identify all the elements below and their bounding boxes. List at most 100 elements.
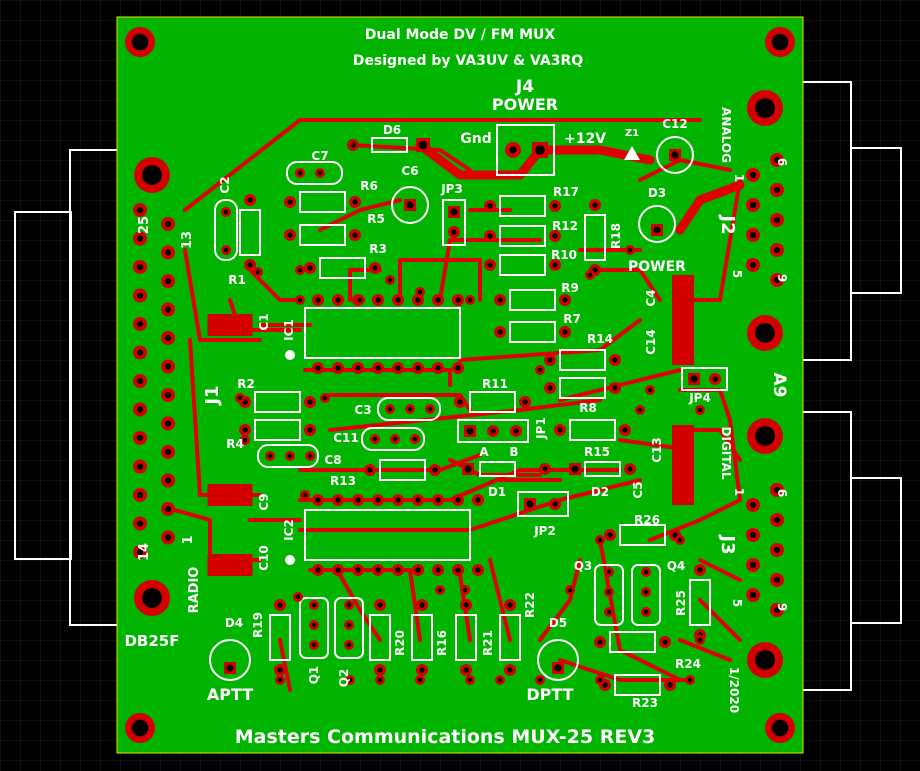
pad-hole — [487, 262, 493, 268]
pad-hole — [487, 203, 493, 209]
pad-hole — [467, 297, 473, 303]
label-dptt: DPTT — [526, 685, 573, 704]
pad-hole — [164, 220, 172, 228]
pad-hole — [554, 664, 562, 672]
pad-hole — [773, 156, 781, 164]
label-d5: D5 — [549, 616, 567, 630]
label-r25: R25 — [674, 590, 688, 616]
pad-hole — [773, 606, 781, 614]
pad-hole — [490, 428, 496, 434]
label-j4: J4 — [515, 77, 534, 97]
label-r12: R12 — [552, 219, 578, 233]
pad-hole — [552, 262, 558, 268]
pad-hole — [406, 201, 414, 209]
pad-hole — [627, 466, 633, 472]
label-r16: R16 — [435, 630, 449, 656]
transistor-outline — [334, 597, 364, 659]
label-c14: C14 — [644, 329, 658, 355]
pad-hole — [697, 567, 703, 573]
pad-hole — [507, 667, 513, 673]
board-date: 1/2020 — [727, 667, 741, 713]
pad-hole — [606, 609, 612, 615]
pad-hole — [455, 567, 461, 573]
pad-hole — [592, 202, 598, 208]
pad-hole — [773, 516, 781, 524]
resistor-outline — [499, 225, 546, 247]
label-d6: D6 — [383, 123, 401, 137]
diode-d2-outline — [584, 461, 621, 477]
resistor-outline-vertical — [584, 214, 606, 261]
pad-hole — [552, 233, 558, 239]
label-r2: R2 — [237, 377, 255, 391]
pad-hole — [562, 297, 568, 303]
pad-hole — [136, 235, 144, 242]
resistor-outline-vertical — [269, 614, 291, 661]
pad-hole — [395, 365, 401, 371]
label-r9: R9 — [561, 281, 579, 295]
jp4-outline — [681, 367, 728, 391]
pad-hole — [317, 170, 323, 176]
pad-hole — [417, 677, 423, 683]
pad-hole — [773, 186, 781, 194]
resistor-outline — [614, 674, 661, 696]
pad-hole — [415, 365, 421, 371]
label-r19: R19 — [251, 612, 265, 638]
pad-hole — [687, 677, 693, 683]
pad-hole — [597, 677, 603, 683]
pad-hole — [712, 376, 718, 382]
trace — [328, 398, 602, 432]
pad-hole — [223, 209, 229, 215]
resistor-outline — [499, 195, 546, 217]
pad-hole — [475, 497, 481, 503]
trace — [598, 268, 662, 302]
pad-hole — [355, 567, 361, 573]
label-q4: Q4 — [667, 559, 686, 573]
label-aptt: APTT — [207, 685, 253, 704]
label-c13: C13 — [650, 437, 664, 463]
pad-hole — [419, 602, 425, 608]
trace — [598, 538, 682, 682]
label-d3: D3 — [648, 186, 666, 200]
pad-hole — [372, 265, 378, 271]
pad-hole — [526, 500, 534, 508]
pad-hole — [315, 497, 321, 503]
pad-hole — [311, 622, 317, 628]
pad-hole — [136, 263, 144, 271]
pad-hole — [647, 387, 653, 393]
label-j2-pin1: 1 — [732, 174, 746, 182]
pad-hole — [367, 467, 373, 473]
pad-hole — [497, 329, 503, 335]
label-r18: R18 — [609, 223, 623, 249]
pad-hole — [346, 622, 352, 628]
resistor-outline-vertical — [689, 579, 711, 626]
trace — [678, 638, 732, 662]
pad-hole — [547, 385, 553, 391]
trace — [698, 558, 742, 582]
pad-hole — [507, 602, 513, 608]
jp2-outline — [517, 491, 569, 517]
zener-arrow-icon — [624, 146, 640, 160]
trace — [183, 248, 262, 342]
label-db25f: DB25F — [124, 632, 179, 650]
pad-hole — [277, 602, 283, 608]
pad-hole — [223, 247, 229, 253]
pad-hole — [607, 532, 613, 538]
pad-hole — [357, 297, 363, 303]
capacitor-outline — [286, 161, 343, 185]
pad-hole — [537, 367, 543, 373]
pad-hole — [136, 463, 144, 470]
label-d4: D4 — [225, 616, 243, 630]
pad-hole — [622, 427, 628, 433]
label-j3: J3 — [717, 533, 738, 554]
resistor-outline — [619, 524, 666, 546]
mounting-hole-center — [771, 33, 789, 51]
label-j4-power: POWER — [492, 95, 558, 114]
pad-hole — [672, 532, 678, 538]
mounting-hole-center — [131, 33, 149, 51]
pad-hole — [302, 492, 308, 498]
pad-hole — [136, 491, 144, 499]
pad-hole — [346, 642, 352, 648]
pad-hole — [662, 639, 668, 645]
pad-hole — [164, 505, 172, 513]
